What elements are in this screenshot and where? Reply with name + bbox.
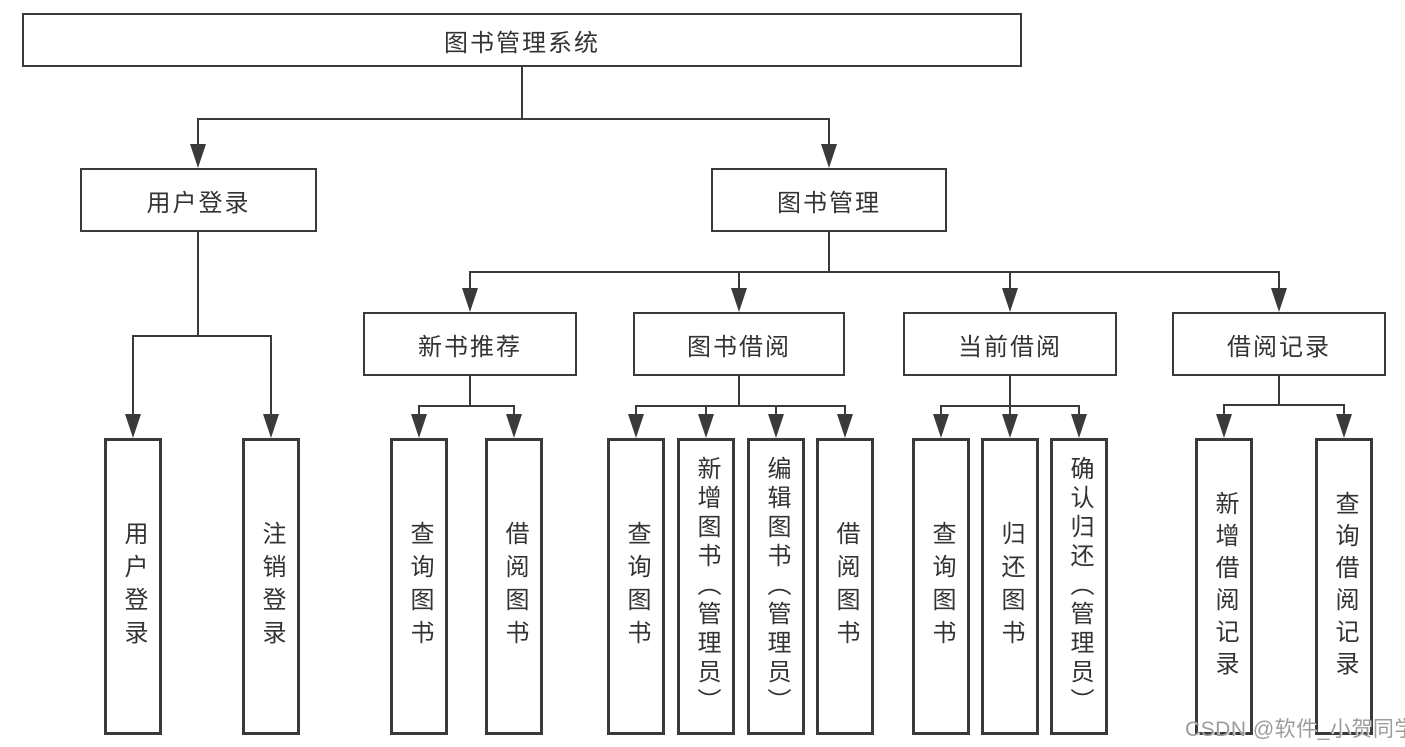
- connector-vline: [705, 405, 707, 415]
- arrowhead-down-icon: [1071, 414, 1087, 438]
- node-label: 新书推荐: [418, 333, 522, 361]
- arrowhead-down-icon: [821, 144, 837, 168]
- connector-hline: [197, 118, 830, 120]
- connector-vline: [635, 405, 637, 415]
- arrowhead-down-icon: [933, 414, 949, 438]
- arrowhead-down-icon: [125, 414, 141, 438]
- node-label: 借阅记录: [1227, 333, 1331, 361]
- node-label: 借阅图书: [832, 520, 859, 653]
- connector-hline: [469, 271, 1280, 273]
- connector-hline: [635, 405, 846, 407]
- connector-vline: [1078, 405, 1080, 415]
- node-label: 当前借阅: [958, 333, 1062, 361]
- node-borrowing-records: 借阅记录: [1172, 312, 1386, 376]
- node-label: 新增图书（管理员）: [693, 456, 720, 717]
- node-library-management-system: 图书管理系统: [22, 13, 1022, 67]
- node-label: 编辑图书（管理员）: [763, 456, 790, 717]
- arrowhead-down-icon: [1002, 288, 1018, 312]
- node-label: 图书管理: [777, 189, 881, 217]
- connector-vline: [521, 67, 523, 118]
- node-query-books-current: 查询图书: [912, 438, 970, 735]
- connector-vline: [513, 405, 515, 415]
- arrowhead-down-icon: [628, 414, 644, 438]
- connector-vline: [418, 405, 420, 415]
- node-user-login: 用户登录: [80, 168, 317, 232]
- connector-vline: [828, 118, 830, 146]
- connector-hline: [1223, 404, 1345, 406]
- node-label: 借阅图书: [501, 520, 528, 653]
- connector-vline: [940, 405, 942, 415]
- arrowhead-down-icon: [263, 414, 279, 438]
- connector-vline: [828, 232, 830, 272]
- connector-vline: [738, 271, 740, 290]
- arrowhead-down-icon: [698, 414, 714, 438]
- arrowhead-down-icon: [411, 414, 427, 438]
- node-label: 注销登录: [258, 520, 285, 653]
- node-book-borrowing: 图书借阅: [633, 312, 845, 376]
- node-user-login-leaf: 用户登录: [104, 438, 162, 735]
- connector-vline: [197, 118, 199, 146]
- node-return-book: 归还图书: [981, 438, 1039, 735]
- node-query-books-borrowing: 查询图书: [607, 438, 665, 735]
- node-label: 确认归还（管理员）: [1066, 456, 1093, 717]
- arrowhead-down-icon: [837, 414, 853, 438]
- node-book-management: 图书管理: [711, 168, 947, 232]
- node-label: 查询图书: [928, 520, 955, 653]
- connector-vline: [844, 405, 846, 415]
- node-borrow-books-borrowing: 借阅图书: [816, 438, 874, 735]
- node-label: 图书管理系统: [444, 29, 600, 57]
- arrowhead-down-icon: [1271, 288, 1287, 312]
- node-label: 归还图书: [997, 520, 1024, 653]
- arrowhead-down-icon: [462, 288, 478, 312]
- node-label: 新增借阅记录: [1211, 490, 1238, 683]
- node-confirm-return-admin: 确认归还（管理员）: [1050, 438, 1108, 735]
- node-label: 用户登录: [120, 520, 147, 653]
- connector-vline: [1278, 376, 1280, 405]
- connector-vline: [1223, 404, 1225, 415]
- node-label: 查询借阅记录: [1331, 490, 1358, 683]
- node-label: 用户登录: [146, 189, 251, 217]
- connector-vline: [1343, 404, 1345, 415]
- arrowhead-down-icon: [190, 144, 206, 168]
- connector-vline: [1009, 271, 1011, 290]
- node-current-borrowing: 当前借阅: [903, 312, 1117, 376]
- node-edit-book-admin: 编辑图书（管理员）: [747, 438, 805, 735]
- connector-hline: [132, 335, 272, 337]
- arrowhead-down-icon: [1336, 414, 1352, 438]
- arrowhead-down-icon: [731, 288, 747, 312]
- node-new-book-recommend: 新书推荐: [363, 312, 577, 376]
- connector-vline: [775, 405, 777, 415]
- node-logout: 注销登录: [242, 438, 300, 735]
- connector-vline: [270, 335, 272, 415]
- node-add-book-admin: 新增图书（管理员）: [677, 438, 735, 735]
- node-label: 查询图书: [406, 520, 433, 653]
- node-query-borrow-record: 查询借阅记录: [1315, 438, 1373, 735]
- arrowhead-down-icon: [1216, 414, 1232, 438]
- arrowhead-down-icon: [768, 414, 784, 438]
- node-borrow-books-recommend: 借阅图书: [485, 438, 543, 735]
- connector-vline: [1009, 376, 1011, 406]
- connector-hline: [418, 405, 515, 407]
- arrowhead-down-icon: [1002, 414, 1018, 438]
- csdn-watermark: CSDN @软件_小贺同学: [1185, 718, 1405, 741]
- node-label: 查询图书: [623, 520, 650, 653]
- connector-vline: [738, 376, 740, 406]
- connector-vline: [197, 232, 199, 336]
- node-query-books-recommend: 查询图书: [390, 438, 448, 735]
- connector-vline: [469, 271, 471, 290]
- connector-vline: [469, 376, 471, 406]
- node-label: 图书借阅: [687, 333, 791, 361]
- arrowhead-down-icon: [506, 414, 522, 438]
- connector-vline: [1009, 405, 1011, 415]
- connector-vline: [132, 335, 134, 415]
- connector-vline: [1278, 271, 1280, 290]
- node-add-borrow-record: 新增借阅记录: [1195, 438, 1253, 735]
